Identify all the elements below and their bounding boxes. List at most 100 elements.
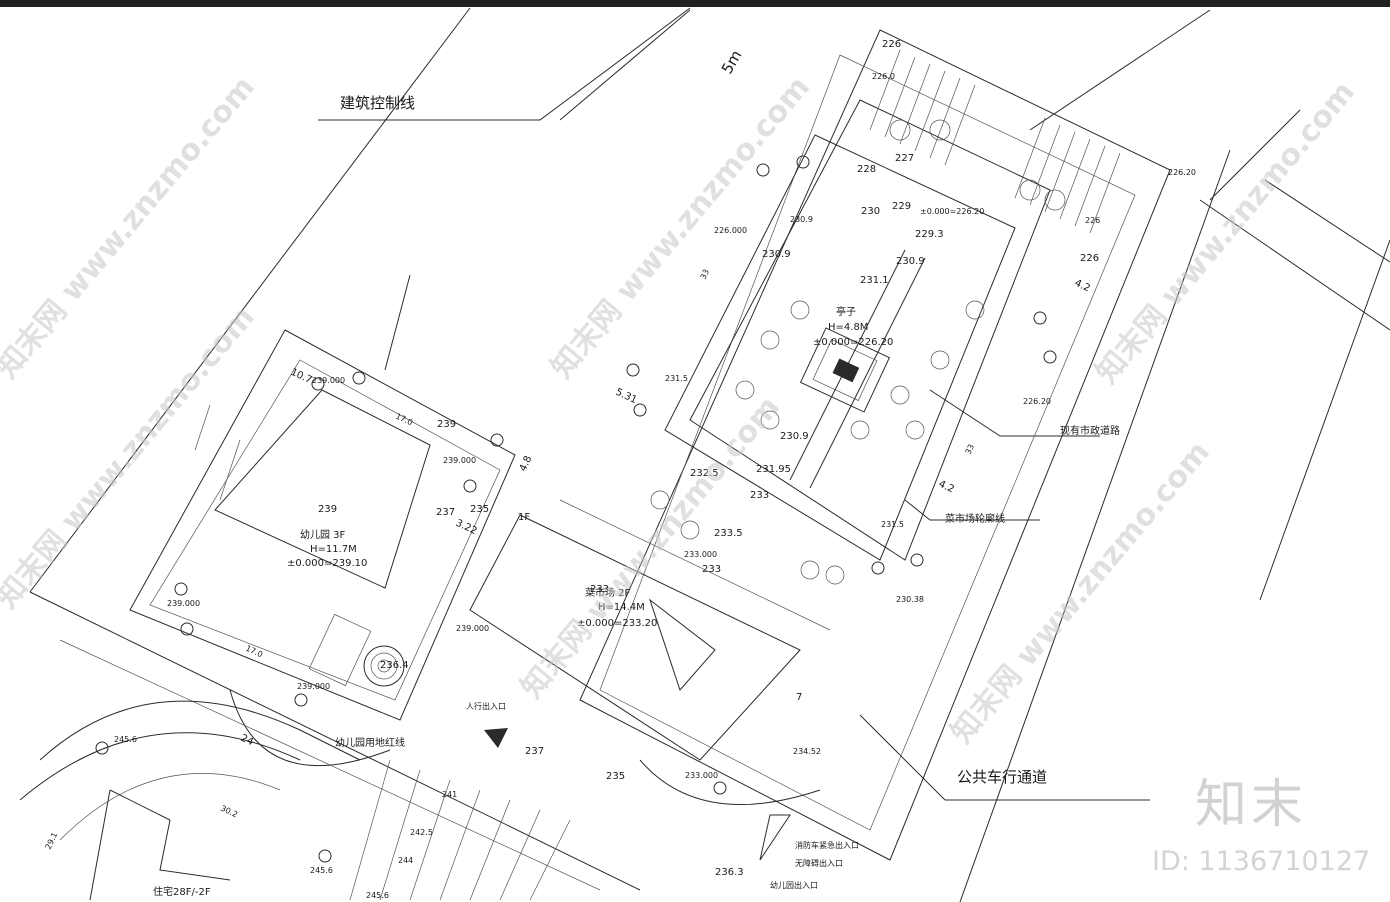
diagonal-watermarks: 知末网 www.znzmo.com 知末网 www.znzmo.com 知末网 … bbox=[0, 70, 1362, 750]
kindergarten-name: 幼儿园 3F bbox=[300, 528, 346, 541]
elev-233-000-b: 233.000 bbox=[685, 771, 718, 780]
elev-239-000-a: 239.000 bbox=[312, 376, 345, 385]
dim-33-a: 33 bbox=[699, 268, 711, 281]
pavilion-zero: ±0.000=226.20 bbox=[813, 337, 893, 348]
control-point-markers bbox=[95, 155, 1057, 863]
label-kindergarten-outline: 幼儿园用地红线 bbox=[335, 736, 405, 749]
elev-244: 244 bbox=[398, 856, 413, 865]
label-market-outline: 菜市场轮廓线 bbox=[945, 512, 1005, 525]
market-elev: 233 bbox=[590, 584, 609, 595]
elev-239-000-b: 239.000 bbox=[443, 456, 476, 465]
elev-245-6-a: 245.6 bbox=[114, 735, 137, 744]
elev-231-5-b: 231.5 bbox=[881, 520, 904, 529]
label-public-vehicle-lane: 公共车行通道 bbox=[957, 768, 1047, 786]
label-top-marker: 5m bbox=[718, 47, 746, 77]
elev-230-9-c: 230.9 bbox=[790, 215, 813, 224]
elev-226-0: 226.0 bbox=[872, 72, 895, 81]
dim-17-a: 17.0 bbox=[394, 412, 414, 428]
elev-226-20: 226.20 bbox=[1023, 397, 1051, 406]
elev-231-5-a: 231.5 bbox=[665, 374, 688, 383]
label-kindergarten-entrance: 幼儿园出入口 bbox=[770, 880, 818, 890]
pavilion-name: 亭子 bbox=[836, 305, 856, 318]
pavilion-height: H=4.8M bbox=[828, 322, 868, 333]
elev-230-38: 230.38 bbox=[896, 595, 924, 604]
watermark-diag-5: 知末网 www.znzmo.com bbox=[1089, 75, 1362, 390]
elev-228: 228 bbox=[857, 164, 876, 175]
elev-236-4: 236.4 bbox=[380, 660, 409, 671]
elev-245-6-b: 245.6 bbox=[310, 866, 333, 875]
elev-235-b: 235 bbox=[606, 771, 625, 782]
kindergarten-height: H=11.7M bbox=[310, 544, 357, 555]
market-height: H=14.4M bbox=[598, 602, 645, 613]
elev-235-a: 235 bbox=[470, 504, 489, 515]
elev-230-9-b: 230.9 bbox=[896, 256, 925, 267]
vehicle-entrance-arrow-icon bbox=[759, 814, 791, 861]
elev-226-20-b: 226.20 bbox=[1168, 168, 1196, 177]
elev-241: 241 bbox=[442, 790, 457, 799]
elev-231-1: 231.1 bbox=[860, 275, 889, 286]
market-plaza-block bbox=[95, 29, 1171, 863]
elev-233-a: 233 bbox=[750, 490, 769, 501]
elev-229: 229 bbox=[892, 201, 911, 212]
dim-10-7: 10.7 bbox=[289, 367, 314, 386]
elev-227: 227 bbox=[895, 153, 914, 164]
elev-zero-plaza: ±0.000=226.20 bbox=[920, 207, 984, 216]
watermark-diag-6: 知末网 www.znzmo.com bbox=[944, 435, 1217, 750]
dim-4-2-a: 4.2 bbox=[1073, 278, 1092, 295]
elev-234-52: 234.52 bbox=[793, 747, 821, 756]
elev-242-5: 242.5 bbox=[410, 828, 433, 837]
elev-230-9-d: 230.9 bbox=[780, 431, 809, 442]
elev-226-c: 226 bbox=[1085, 216, 1100, 225]
entrance-arrows bbox=[484, 728, 791, 861]
dim-29-1: 29.1 bbox=[44, 831, 60, 851]
market-zero: ±0.000=233.20 bbox=[577, 618, 657, 629]
label-fire-entrance: 消防车紧急出入口 bbox=[795, 840, 859, 850]
label-barrier-free-entrance: 无障碍出入口 bbox=[795, 858, 843, 868]
curved-roads bbox=[19, 689, 821, 901]
label-building-control-line: 建筑控制线 bbox=[340, 94, 415, 112]
dim-17-b: 17.0 bbox=[244, 644, 264, 660]
dim-5-31: 5.31 bbox=[614, 387, 639, 406]
kindergarten-elev: 239 bbox=[318, 504, 337, 515]
image-id-watermark: ID: 1136710127 bbox=[1152, 846, 1371, 877]
elev-233-5: 233.5 bbox=[714, 528, 743, 539]
elev-239-000-d: 239.000 bbox=[456, 624, 489, 633]
label-residential-block: 住宅28F/-2F bbox=[153, 885, 211, 898]
top-border-bar bbox=[0, 0, 1390, 7]
elev-245-6-c: 245.6 bbox=[366, 891, 389, 900]
label-pedestrian-entrance: 人行出入口 bbox=[466, 701, 506, 711]
elevation-values: 226 226.0 227 228 229 230 ±0.000=226.20 … bbox=[114, 39, 1196, 900]
elev-231-95: 231.95 bbox=[756, 464, 791, 475]
dim-4-8: 4.8 bbox=[518, 454, 535, 473]
elev-233-000: 233.000 bbox=[684, 550, 717, 559]
elev-226-d: 226 bbox=[1080, 253, 1099, 264]
dim-7: 7 bbox=[796, 692, 802, 703]
kindergarten-block bbox=[129, 329, 516, 721]
elev-237-b: 237 bbox=[525, 746, 544, 757]
elev-226-000: 226.000 bbox=[714, 226, 747, 235]
elev-230: 230 bbox=[861, 206, 880, 217]
kindergarten-zero: ±0.000=239.10 bbox=[287, 558, 367, 569]
elev-232-5: 232.5 bbox=[690, 468, 719, 479]
plaza-trees bbox=[650, 119, 1066, 585]
market-name-visible: 菜市场 2F bbox=[585, 586, 631, 599]
elev-237-a: 237 bbox=[436, 507, 455, 518]
elev-239: 239 bbox=[437, 419, 456, 430]
dim-4-2-b: 4.2 bbox=[937, 479, 956, 496]
elev-230-9-a: 230.9 bbox=[762, 249, 791, 260]
parking-stripes bbox=[869, 49, 1121, 234]
elev-239-000-e: 239.000 bbox=[297, 682, 330, 691]
label-existing-road: 现有市政道路 bbox=[1060, 424, 1120, 437]
elev-236-3: 236.3 bbox=[715, 867, 744, 878]
plan-labels: 建筑控制线 现有市政道路 公共车行通道 菜市场轮廓线 幼儿园用地红线 人行出入口… bbox=[153, 47, 1120, 898]
elev-226-top: 226 bbox=[882, 39, 901, 50]
elev-229-3: 229.3 bbox=[915, 229, 944, 240]
label-leaders bbox=[318, 7, 1301, 801]
dim-24: 24 bbox=[239, 733, 255, 748]
elev-233-b: 233 bbox=[702, 564, 721, 575]
site-boundary-lines bbox=[29, 7, 1390, 902]
dim-3-22: 3.22 bbox=[454, 518, 479, 537]
dim-33-b: 33 bbox=[964, 443, 976, 456]
pedestrian-entrance-arrow-icon bbox=[484, 728, 508, 748]
